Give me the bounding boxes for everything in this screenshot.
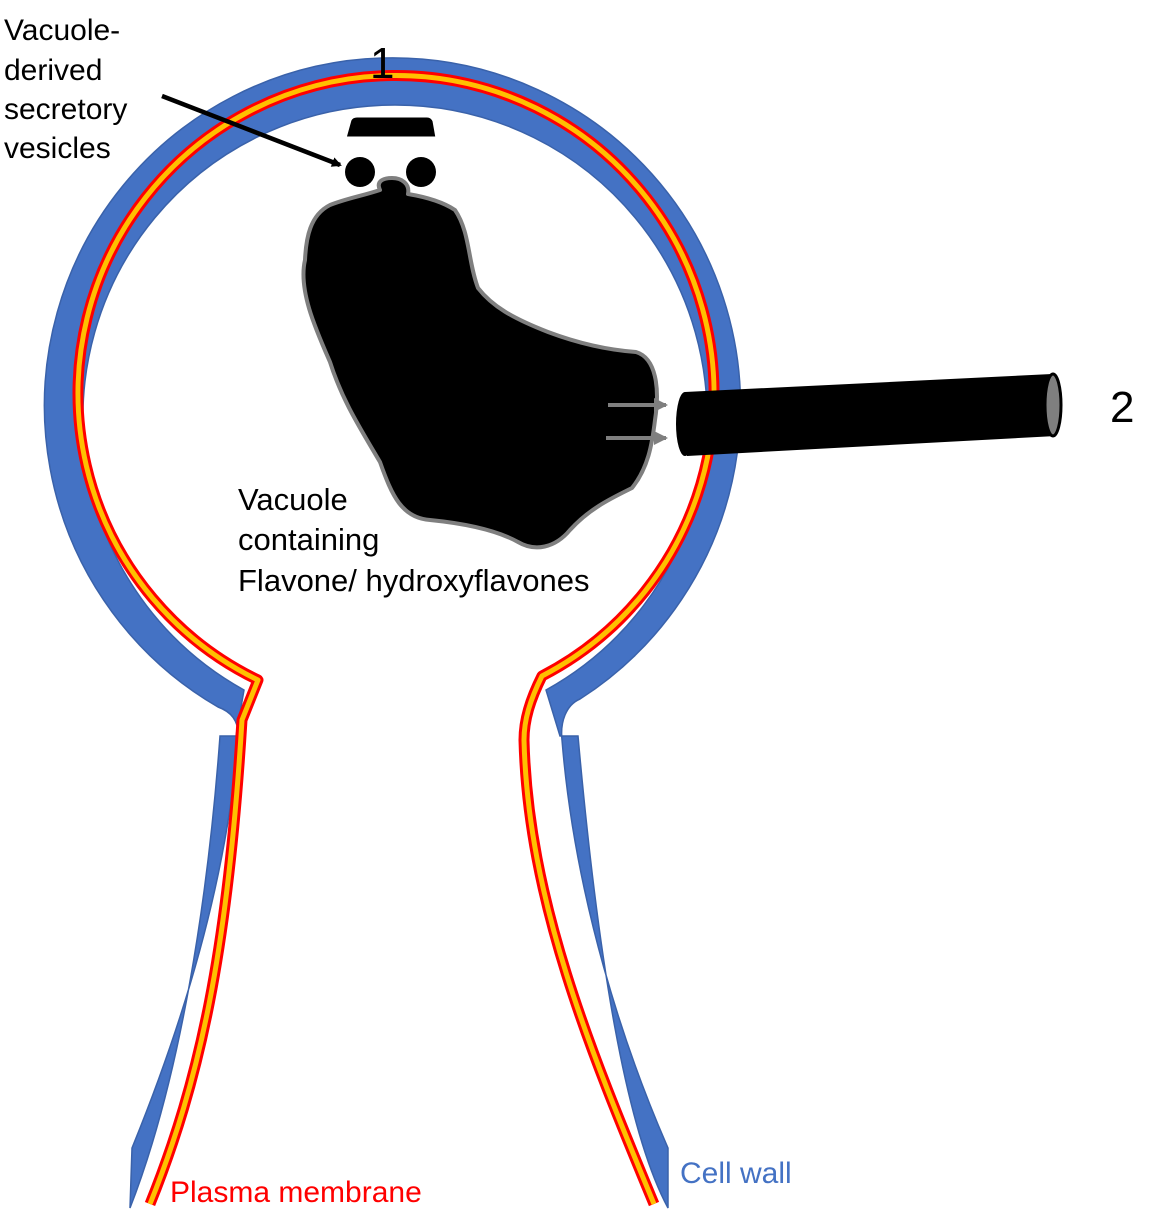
wall-pore-1 (345, 116, 437, 138)
vacuole-label-line1: Vacuole (238, 482, 348, 517)
vacuole (303, 178, 657, 547)
number-1-label: 1 (370, 39, 394, 88)
vesicles-label-line4: vesicles (4, 132, 111, 165)
vesicles-label-line1: Vacuole- (4, 14, 120, 47)
cell-wall-label: Cell wall (680, 1157, 792, 1190)
vesicles-label-line2: derived (4, 54, 102, 87)
vesicle-right (406, 157, 436, 187)
number-2-label: 2 (1110, 383, 1134, 432)
vesicle-left (345, 157, 375, 187)
vacuole-label-line3: Flavone/ hydroxyflavones (238, 563, 590, 598)
vesicles-label-line3: secretory (4, 93, 127, 126)
vacuole-label-line2: containing (238, 522, 379, 557)
plasma-membrane-label: Plasma membrane (170, 1176, 422, 1209)
